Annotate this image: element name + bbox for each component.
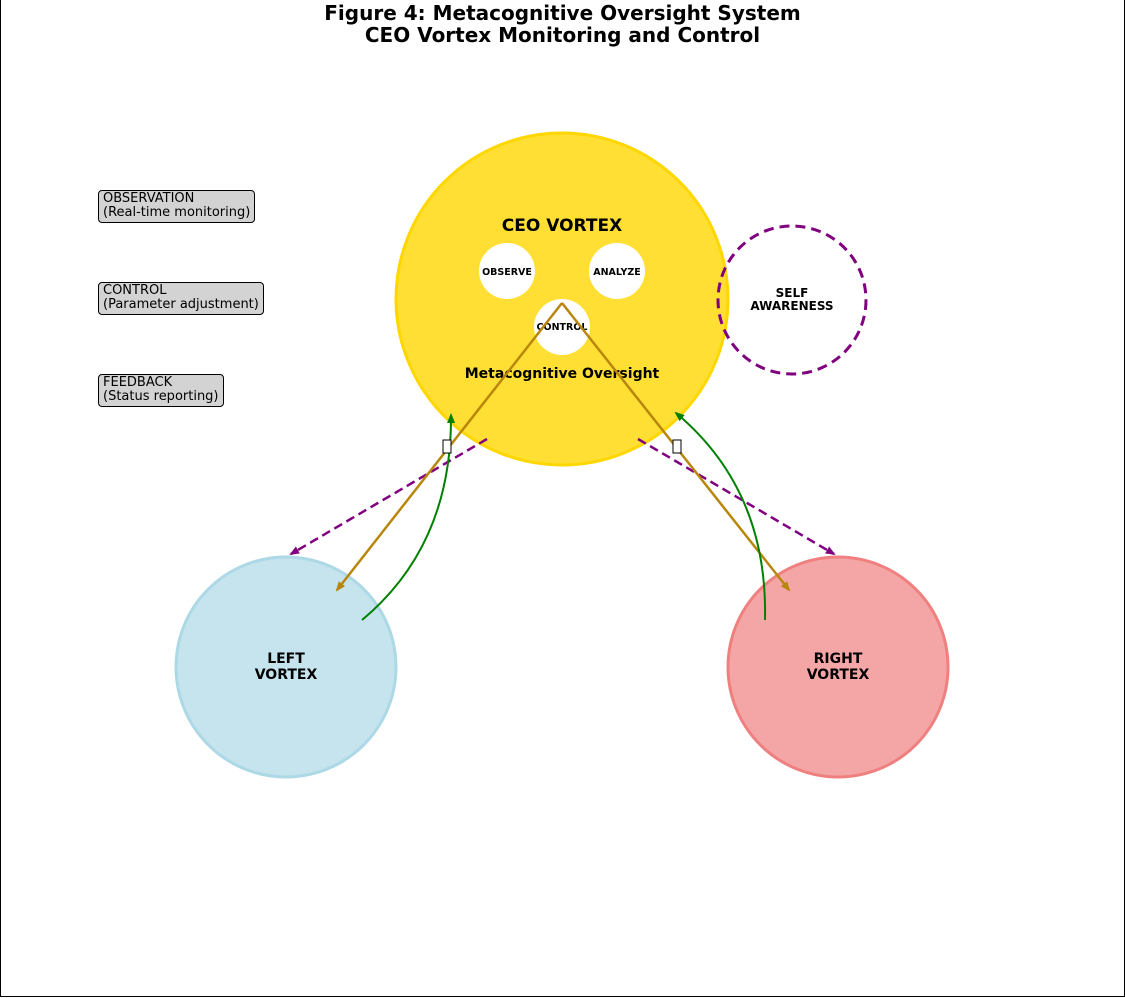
self-awareness-line1: SELF — [776, 286, 809, 300]
eye-icon — [442, 439, 452, 454]
feedback-arrow-left — [361, 413, 456, 621]
left-vortex-line2: VORTEX — [255, 667, 318, 683]
right-vortex-line1: RIGHT — [814, 651, 863, 667]
control-node-label: CONTROL — [537, 322, 588, 333]
legend-observation-desc: (Real-time monitoring) — [103, 205, 251, 220]
figure-title: Figure 4: Metacognitive Oversight System — [324, 1, 801, 25]
legend-control-desc: (Parameter adjustment) — [103, 297, 259, 312]
legend-control: CONTROL (Parameter adjustment) — [98, 282, 264, 315]
self-awareness-circle — [716, 224, 868, 376]
legend-control-name: CONTROL — [103, 283, 167, 298]
right-vortex-line2: VORTEX — [807, 667, 870, 683]
control-node — [534, 299, 590, 355]
legend-feedback-name: FEEDBACK — [103, 375, 173, 390]
right-vortex-circle — [726, 555, 950, 779]
eye-icon — [672, 439, 682, 454]
legend-observation: OBSERVATION (Real-time monitoring) — [98, 190, 256, 223]
observation-arrow-right — [637, 437, 836, 556]
figure-subtitle: CEO Vortex Monitoring and Control — [364, 23, 761, 47]
feedback-arrow-right — [674, 411, 767, 621]
observation-arrow-left — [289, 437, 488, 556]
analyze-node-label: ANALYZE — [593, 267, 641, 278]
legend-observation-name: OBSERVATION — [103, 191, 195, 206]
analyze-node — [589, 243, 645, 299]
legend-feedback-desc: (Status reporting) — [103, 389, 219, 404]
self-awareness-line2: AWARENESS — [750, 299, 833, 313]
legend-feedback: FEEDBACK (Status reporting) — [98, 374, 224, 407]
ceo-vortex-subtitle: Metacognitive Oversight — [465, 366, 660, 382]
left-vortex-circle — [174, 555, 398, 779]
ceo-vortex-title: CEO VORTEX — [502, 216, 622, 236]
left-vortex-line1: LEFT — [267, 651, 305, 667]
observe-node-label: OBSERVE — [482, 267, 532, 278]
observe-node — [479, 243, 535, 299]
